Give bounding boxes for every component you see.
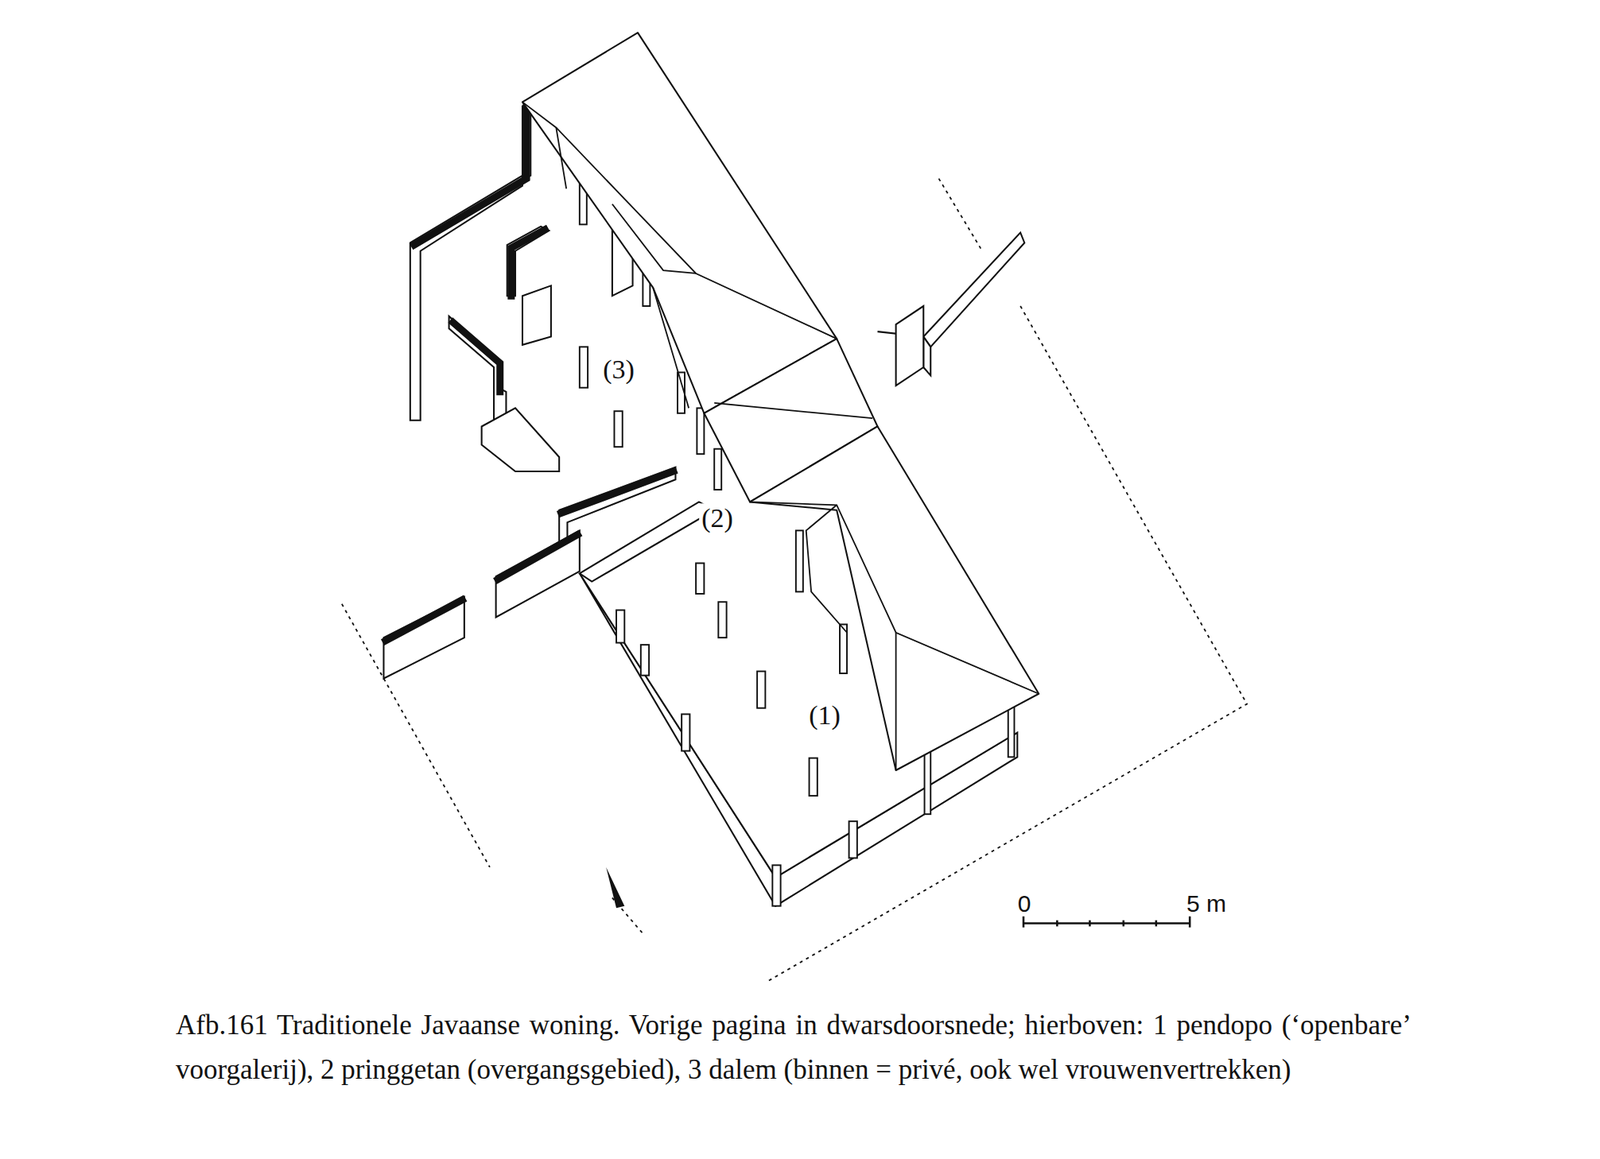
roof-lines [522, 101, 1039, 771]
boundary-wall [877, 233, 1026, 387]
figure-caption: Afb.161 Traditionele Javaanse woning. Vo… [175, 1003, 1412, 1093]
zone-number: (1) [806, 700, 843, 731]
scale-bar [1023, 916, 1190, 929]
zone-number: (3) [600, 354, 637, 385]
scale-value: 5 m [1184, 890, 1229, 917]
roof [522, 32, 1039, 771]
north-arrow [605, 867, 625, 909]
zone-number: (2) [699, 503, 736, 533]
scale-value: 0 [1015, 890, 1034, 917]
